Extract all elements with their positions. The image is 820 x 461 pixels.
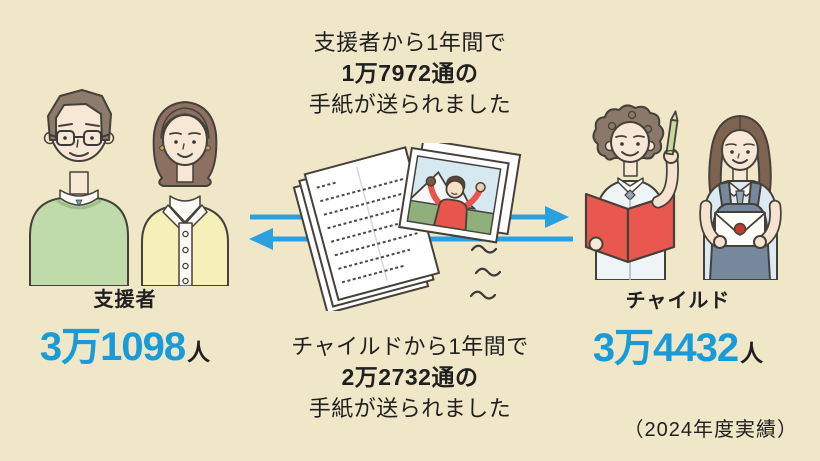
letter-pages-illustration (292, 146, 441, 311)
supporters-illustration (29, 89, 229, 286)
letters-exchange-illustration (249, 143, 573, 311)
children-illustration (584, 104, 782, 280)
glasses-icon (49, 130, 109, 146)
tilde-marks (469, 244, 502, 300)
boy-figure (584, 104, 679, 280)
supporter-note-line-1: 支援者から1年間で (313, 30, 507, 55)
children-count: 3万4432 (592, 326, 739, 370)
child-note-line-2: 2万2732通の (341, 364, 479, 390)
fiscal-year-footnote: （2024年度実績） (623, 419, 798, 441)
child-note-line-3: 手紙が送られました (308, 396, 512, 421)
photo-illustration (398, 143, 522, 244)
supporters-label: 支援者 (93, 289, 157, 311)
supporters-unit: 人 (187, 339, 211, 365)
children-label: チャイルド (625, 290, 731, 312)
supporters-caption: 支援者 3万1098人 (12, 288, 238, 372)
red-seal-icon (733, 222, 747, 236)
children-caption: チャイルド 3万4432人 (565, 289, 791, 373)
child-letters-note: チャイルドから1年間で 2万2732通の 手紙が送られました (250, 331, 570, 424)
pencil-icon (665, 110, 679, 156)
girl-figure (699, 115, 782, 280)
envelope-icon (714, 211, 766, 247)
child-note-line-1: チャイルドから1年間で (291, 334, 529, 359)
supporter-note-line-3: 手紙が送られました (308, 92, 512, 117)
children-unit: 人 (740, 340, 764, 366)
supporter-letters-note: 支援者から1年間で 1万7972通の 手紙が送られました (250, 27, 570, 120)
supporter-note-line-2: 1万7972通の (341, 60, 479, 86)
supporters-count: 3万1098 (39, 325, 186, 369)
woman-figure (141, 101, 229, 286)
man-figure (29, 89, 129, 286)
